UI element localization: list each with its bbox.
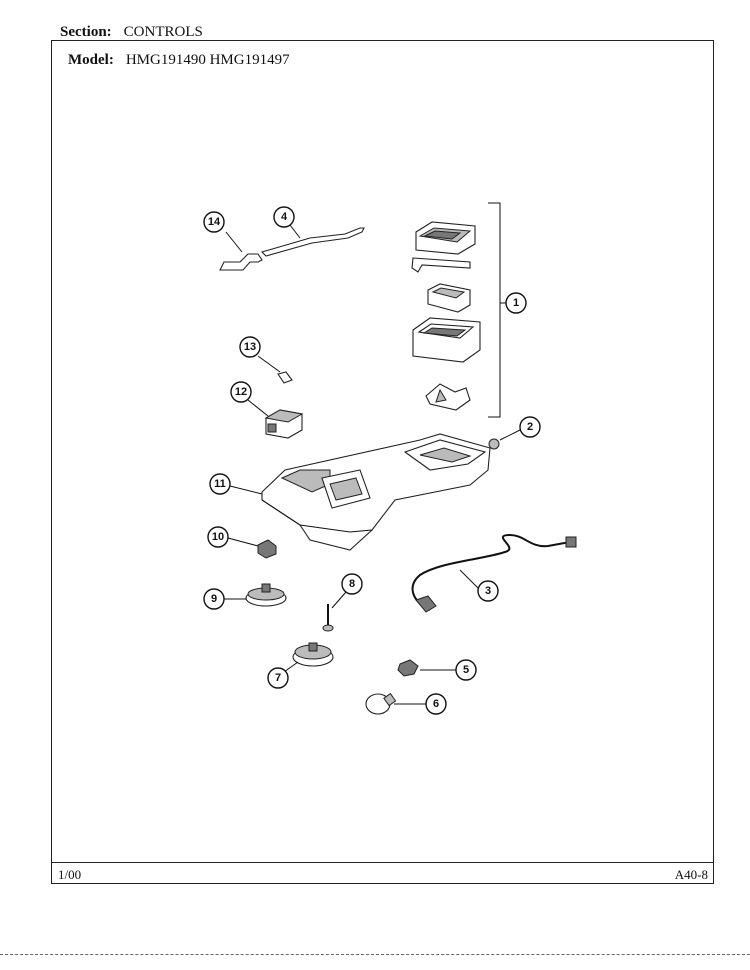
part-6-bulb (365, 692, 397, 715)
svg-text:8: 8 (349, 578, 355, 590)
section-label: Section: (60, 24, 112, 40)
callout-11: 11 (209, 473, 263, 495)
part-4-rod (260, 227, 365, 257)
callout-4: 4 (273, 206, 301, 239)
part-10-switch (257, 539, 277, 559)
svg-text:11: 11 (214, 478, 226, 490)
callout-2: 2 (499, 416, 541, 441)
svg-text:6: 6 (433, 698, 439, 710)
svg-text:12: 12 (235, 386, 247, 398)
svg-text:5: 5 (463, 664, 469, 676)
svg-text:13: 13 (244, 341, 256, 353)
part-9-knob (245, 583, 287, 607)
svg-text:7: 7 (275, 672, 281, 684)
part-12-relay (264, 409, 304, 439)
svg-text:10: 10 (212, 531, 224, 543)
part-1-assembly (411, 221, 481, 411)
svg-text:3: 3 (485, 585, 491, 597)
part-13-pin (277, 371, 293, 384)
callout-5: 5 (420, 659, 477, 681)
section-heading: Section: CONTROLS (60, 24, 203, 41)
part-8-screw (322, 604, 334, 632)
model-value: HMG191490 HMG191497 (125, 52, 290, 68)
model-label: Model: (68, 52, 114, 68)
model-heading: Model: HMG191490 HMG191497 (68, 52, 290, 69)
svg-text:4: 4 (281, 211, 288, 223)
callout-13: 13 (239, 336, 281, 373)
svg-text:1: 1 (513, 297, 519, 309)
callout-12: 12 (230, 381, 269, 417)
svg-text:9: 9 (211, 593, 217, 605)
svg-text:14: 14 (208, 216, 221, 228)
callout-1: 1 (505, 292, 527, 314)
section-value: CONTROLS (123, 24, 203, 40)
part-5-socket (397, 659, 419, 677)
callout-6: 6 (394, 693, 447, 715)
svg-text:2: 2 (527, 421, 533, 433)
callout-8: 8 (331, 573, 363, 609)
footer-rule (51, 862, 714, 863)
callout-10: 10 (207, 526, 259, 548)
bottom-scan-edge (0, 954, 750, 955)
footer-page-code: A40-8 (674, 867, 708, 882)
callout-7: 7 (267, 661, 299, 689)
part-2-screw (488, 438, 500, 450)
diagram-frame (51, 40, 714, 884)
callout-14: 14 (203, 211, 243, 253)
footer-date: 1/00 (58, 867, 82, 882)
part-3-wire-harness (411, 533, 577, 613)
part-7-knob (292, 642, 334, 667)
callout-3: 3 (459, 569, 499, 602)
callout-9: 9 (203, 588, 246, 610)
part-14-rod (219, 253, 263, 271)
part-11-control-housing (261, 433, 491, 551)
